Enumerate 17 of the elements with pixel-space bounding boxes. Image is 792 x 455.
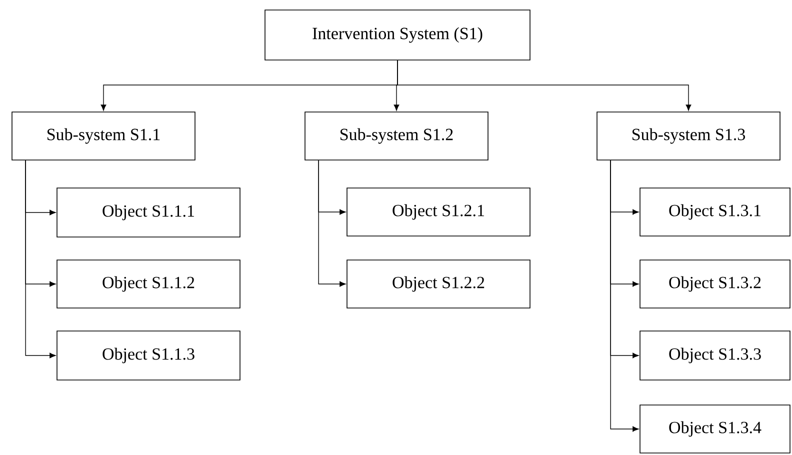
process-box: Object S1.1.3	[56, 330, 240, 380]
arrow	[610, 160, 639, 432]
process-box: Object S1.3.2	[640, 260, 790, 308]
process-box: Object S1.3.3	[640, 330, 790, 380]
process-box: Object S1.3.4	[640, 404, 790, 454]
system-box: Intervention System (S1)	[264, 10, 530, 60]
process-box: Object S1.3.1	[640, 188, 790, 236]
arrow	[397, 60, 692, 111]
process-box: Sub-system S1.3	[596, 112, 780, 160]
process-box: Object S1.1.1	[56, 188, 240, 238]
process-box: Object S1.2.1	[346, 188, 530, 236]
process-box: Sub-system S1.1	[12, 112, 196, 160]
arrow	[318, 160, 346, 287]
arrow	[25, 160, 56, 358]
process-box: Object S1.1.2	[56, 260, 240, 308]
process-box: Object S1.2.2	[346, 260, 530, 308]
process-box: Sub-system S1.2	[304, 112, 488, 160]
